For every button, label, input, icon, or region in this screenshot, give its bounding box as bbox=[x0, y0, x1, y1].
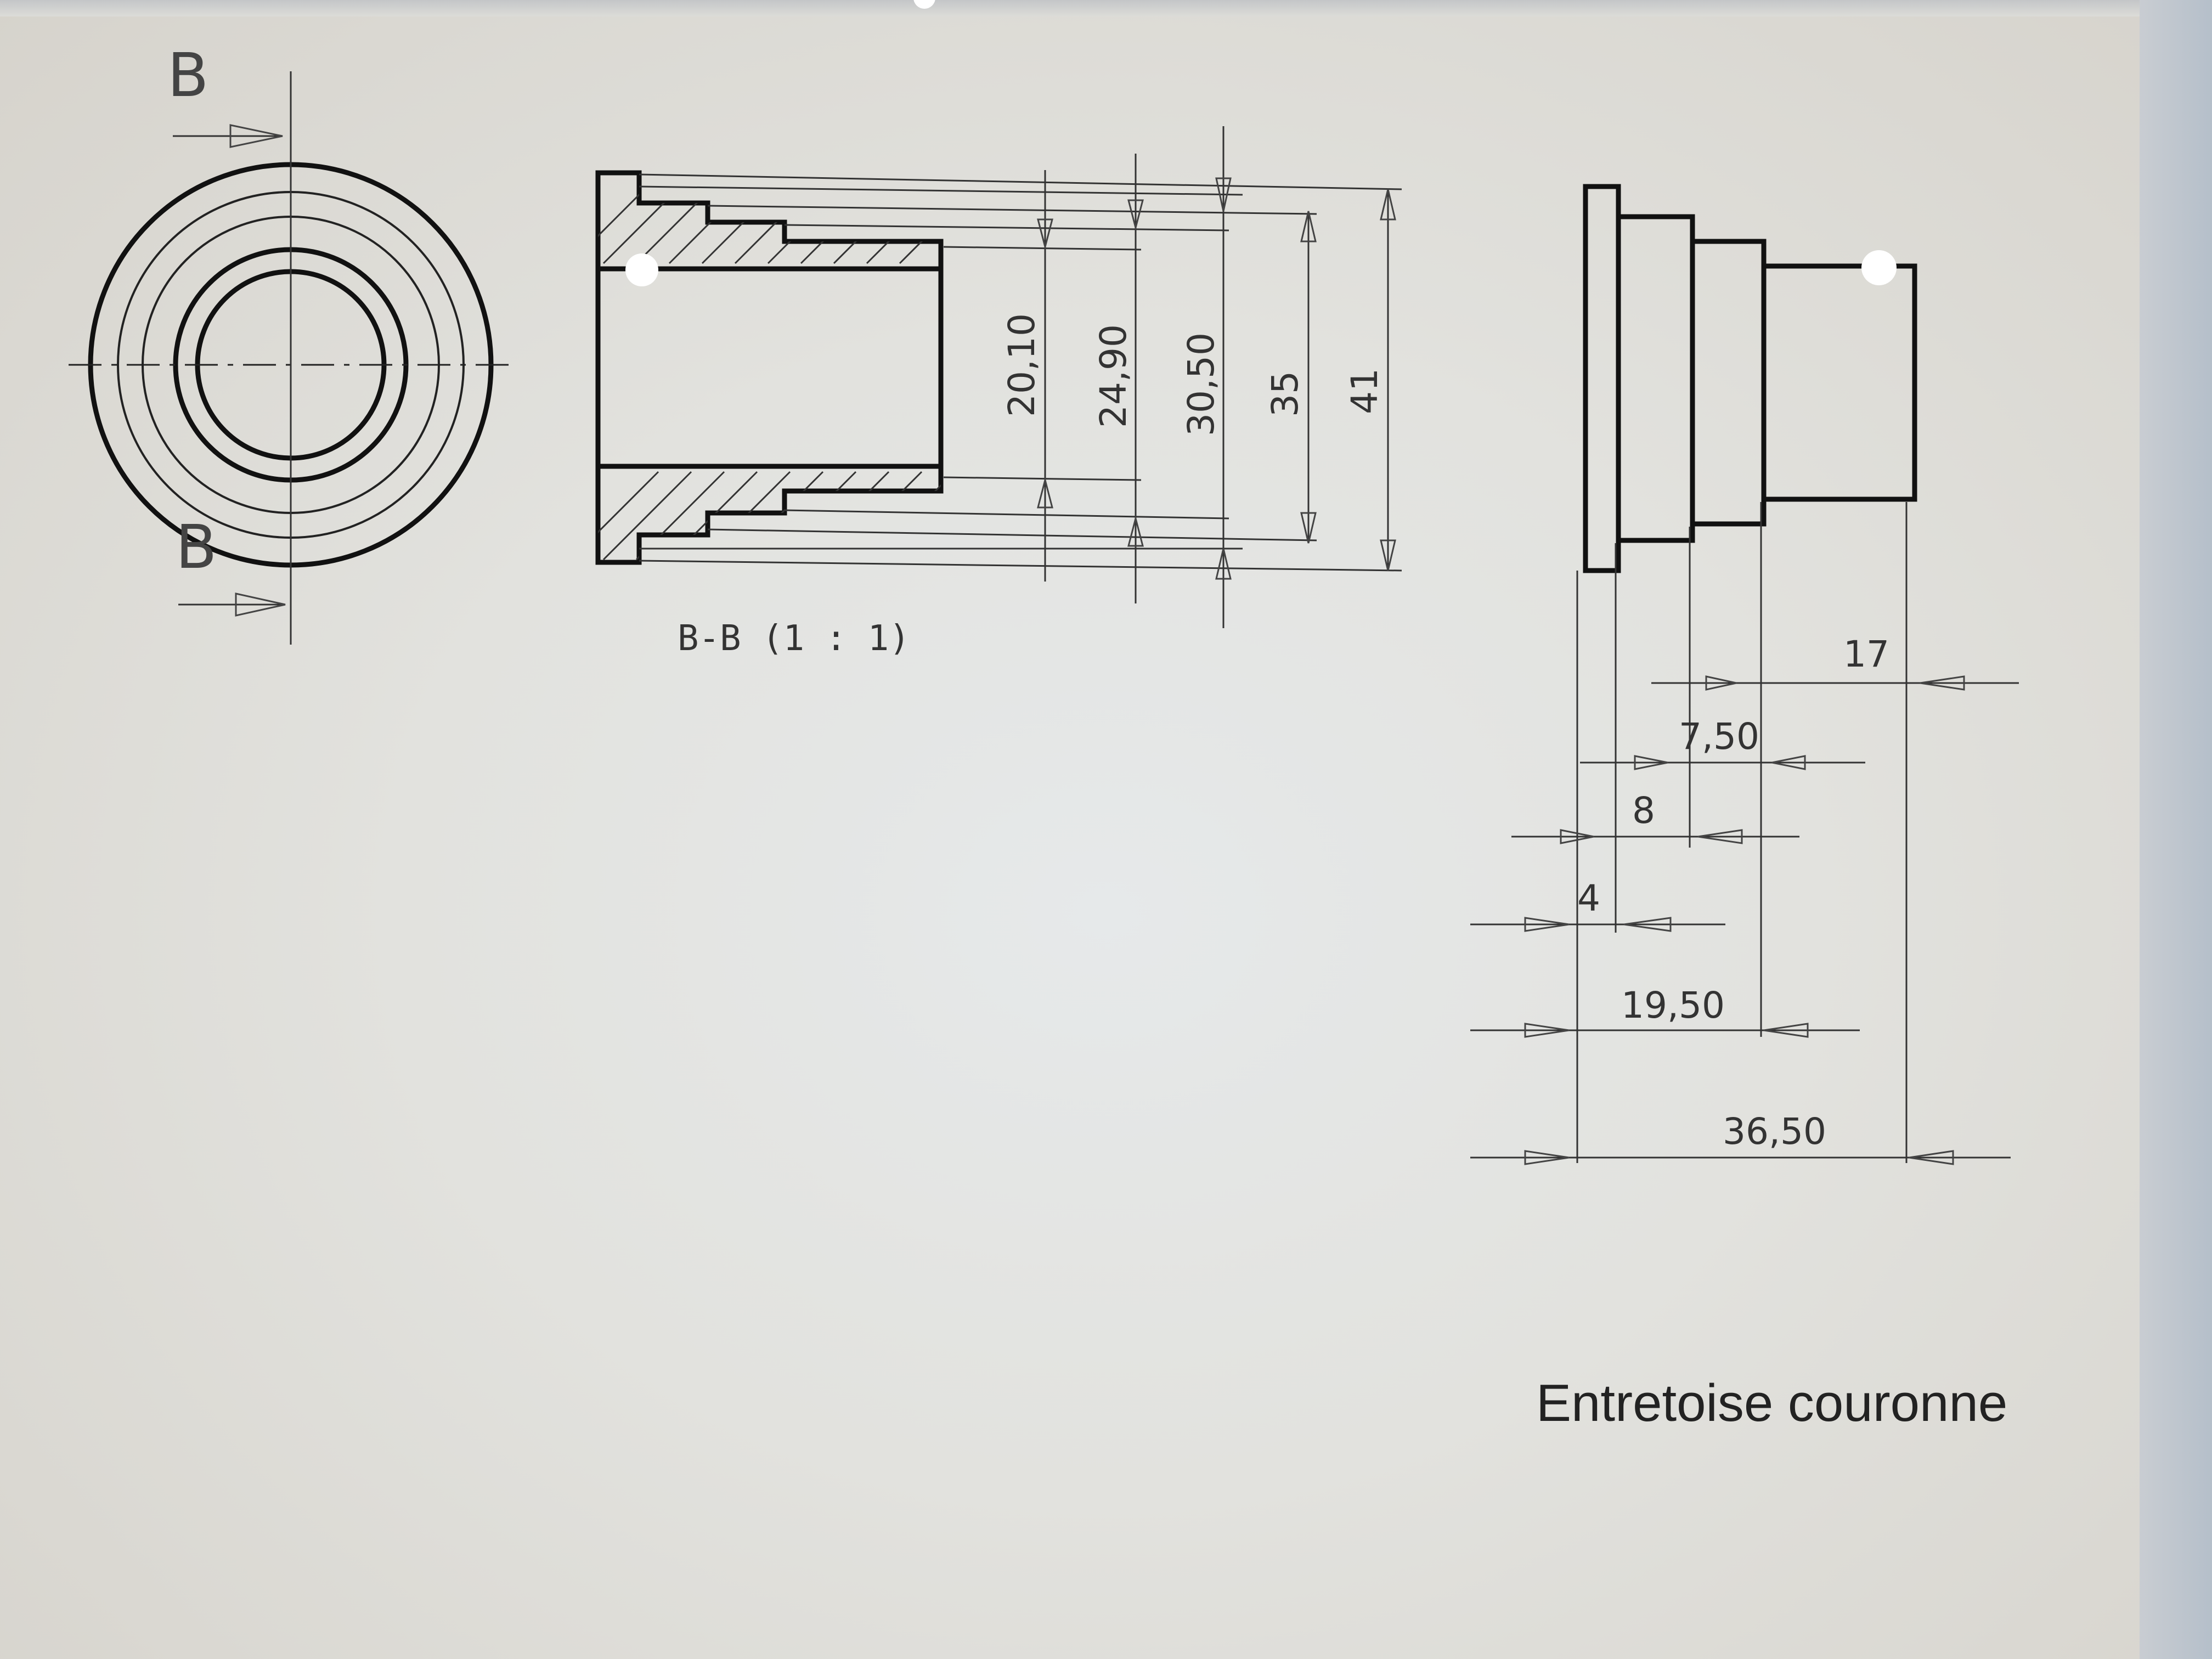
arrow-41-top bbox=[1380, 189, 1396, 221]
side-view: 17 7,50 8 4 19,50 36,50 bbox=[1470, 184, 2019, 1165]
arrow-19-left bbox=[1524, 1023, 1570, 1038]
ext-line-41-top bbox=[639, 173, 1402, 190]
dim-label-41: 41 bbox=[1344, 368, 1386, 414]
section-mark-top: B bbox=[167, 40, 208, 110]
front-view: B B bbox=[69, 40, 510, 645]
hatch-bottom bbox=[598, 471, 941, 561]
dim-label-36-50: 36,50 bbox=[1723, 1110, 1826, 1153]
dim-label-17: 17 bbox=[1843, 633, 1889, 675]
arrow-36-right bbox=[1909, 1150, 1954, 1165]
dim-label-20-10: 20,10 bbox=[1001, 313, 1043, 417]
ext-line-35-top bbox=[707, 205, 1317, 215]
dim-label-4: 4 bbox=[1577, 877, 1600, 919]
arrow-8-right bbox=[1697, 829, 1743, 844]
arrow-30-bottom bbox=[1215, 548, 1232, 580]
dim-label-35: 35 bbox=[1264, 371, 1306, 417]
screen-bezel-top bbox=[0, 0, 2212, 16]
section-view-label: B-B (1 : 1) bbox=[678, 618, 910, 659]
screen-glare-3 bbox=[913, 0, 935, 9]
arrow-19-right bbox=[1763, 1023, 1809, 1038]
screen-glare-1 bbox=[625, 253, 658, 286]
ext-line-41-bottom bbox=[639, 560, 1402, 572]
arrow-4-left bbox=[1524, 917, 1570, 932]
section-arrow-top-head bbox=[229, 124, 283, 148]
dim-label-19-50: 19,50 bbox=[1621, 984, 1725, 1026]
flange bbox=[1583, 184, 1621, 573]
dim-label-24-90: 24,90 bbox=[1092, 324, 1135, 428]
ext-line-35-bottom bbox=[707, 528, 1317, 541]
section-arrow-bottom-head bbox=[235, 592, 286, 617]
arrow-36-left bbox=[1524, 1150, 1570, 1165]
step-3 bbox=[1761, 263, 1917, 502]
dim-label-30-50: 30,50 bbox=[1180, 332, 1222, 436]
arrow-20-bottom bbox=[1037, 477, 1053, 509]
ext-line-30-top bbox=[639, 185, 1243, 196]
arrow-35-bottom bbox=[1300, 512, 1317, 544]
dim-label-8: 8 bbox=[1632, 789, 1655, 832]
arrow-7-left bbox=[1634, 755, 1668, 770]
dim-label-7-50: 7,50 bbox=[1679, 715, 1759, 758]
section-view: 20,10 24,90 30,50 35 41 B-B (1 : 1) bbox=[595, 126, 1402, 659]
arrow-7-right bbox=[1771, 755, 1806, 770]
ext-line-20-bottom bbox=[943, 476, 1142, 481]
arrow-30-top bbox=[1215, 177, 1232, 212]
screen-glare-2 bbox=[1861, 250, 1897, 285]
section-mark-bottom: B bbox=[176, 512, 217, 582]
arrow-41-bottom bbox=[1380, 539, 1396, 571]
arrow-17-right bbox=[1920, 675, 1965, 691]
step-2 bbox=[1690, 239, 1767, 527]
ext-line-20-top bbox=[943, 246, 1142, 251]
ext-line-24-bottom bbox=[784, 509, 1229, 520]
arrow-35-top bbox=[1300, 211, 1317, 242]
ext-line-24-top bbox=[784, 224, 1229, 232]
arrow-17-left bbox=[1705, 675, 1737, 691]
arrow-4-right bbox=[1623, 917, 1672, 932]
arrow-24-top bbox=[1127, 199, 1144, 231]
screen-bezel-right bbox=[2140, 0, 2212, 1659]
step-1 bbox=[1616, 214, 1695, 543]
wall-bottom bbox=[595, 464, 944, 565]
drawing-title: Entretoise couronne bbox=[1536, 1374, 2007, 1432]
arrow-8-left bbox=[1560, 829, 1594, 844]
arrow-24-bottom bbox=[1127, 515, 1144, 547]
wall-top bbox=[595, 170, 944, 272]
arrow-20-top bbox=[1037, 218, 1053, 250]
